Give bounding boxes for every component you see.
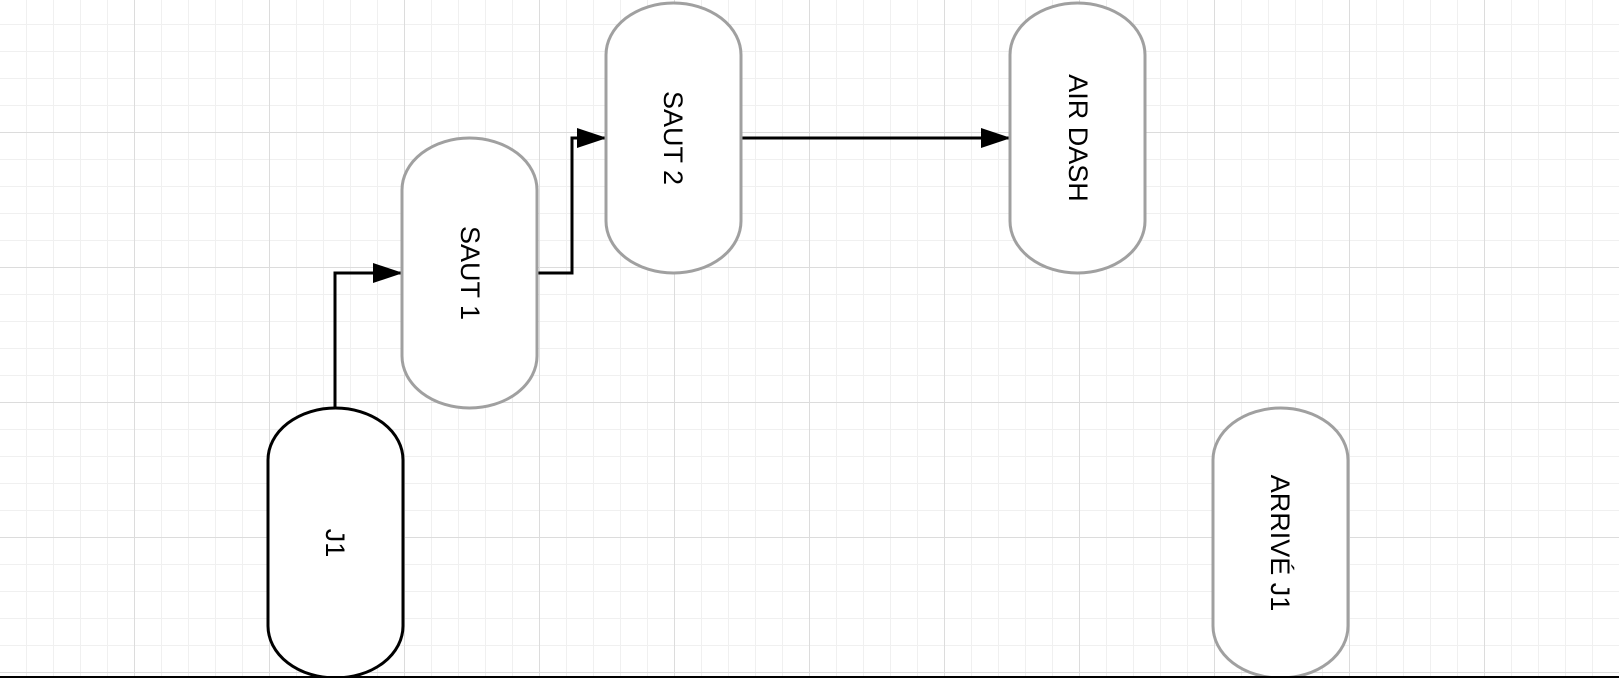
node-j1[interactable]: J1 — [266, 406, 405, 678]
node-saut-1-label: SAUT 1 — [455, 226, 485, 320]
node-saut-2-label: SAUT 2 — [658, 91, 688, 185]
node-saut-2[interactable]: SAUT 2 — [604, 1, 743, 275]
node-j1-label: J1 — [320, 529, 350, 558]
node-arrive-j1[interactable]: ARRIVÉ J1 — [1211, 406, 1350, 678]
canvas-bottom-border — [0, 676, 1619, 678]
edge-saut1-to-saut2[interactable] — [538, 128, 607, 275]
node-air-dash[interactable]: AIR DASH — [1008, 1, 1147, 275]
node-arrive-j1-label: ARRIVÉ J1 — [1265, 475, 1295, 612]
node-air-dash-label: AIR DASH — [1063, 74, 1093, 202]
node-saut-1[interactable]: SAUT 1 — [400, 136, 539, 410]
edge-j1-to-saut1[interactable] — [333, 263, 403, 408]
